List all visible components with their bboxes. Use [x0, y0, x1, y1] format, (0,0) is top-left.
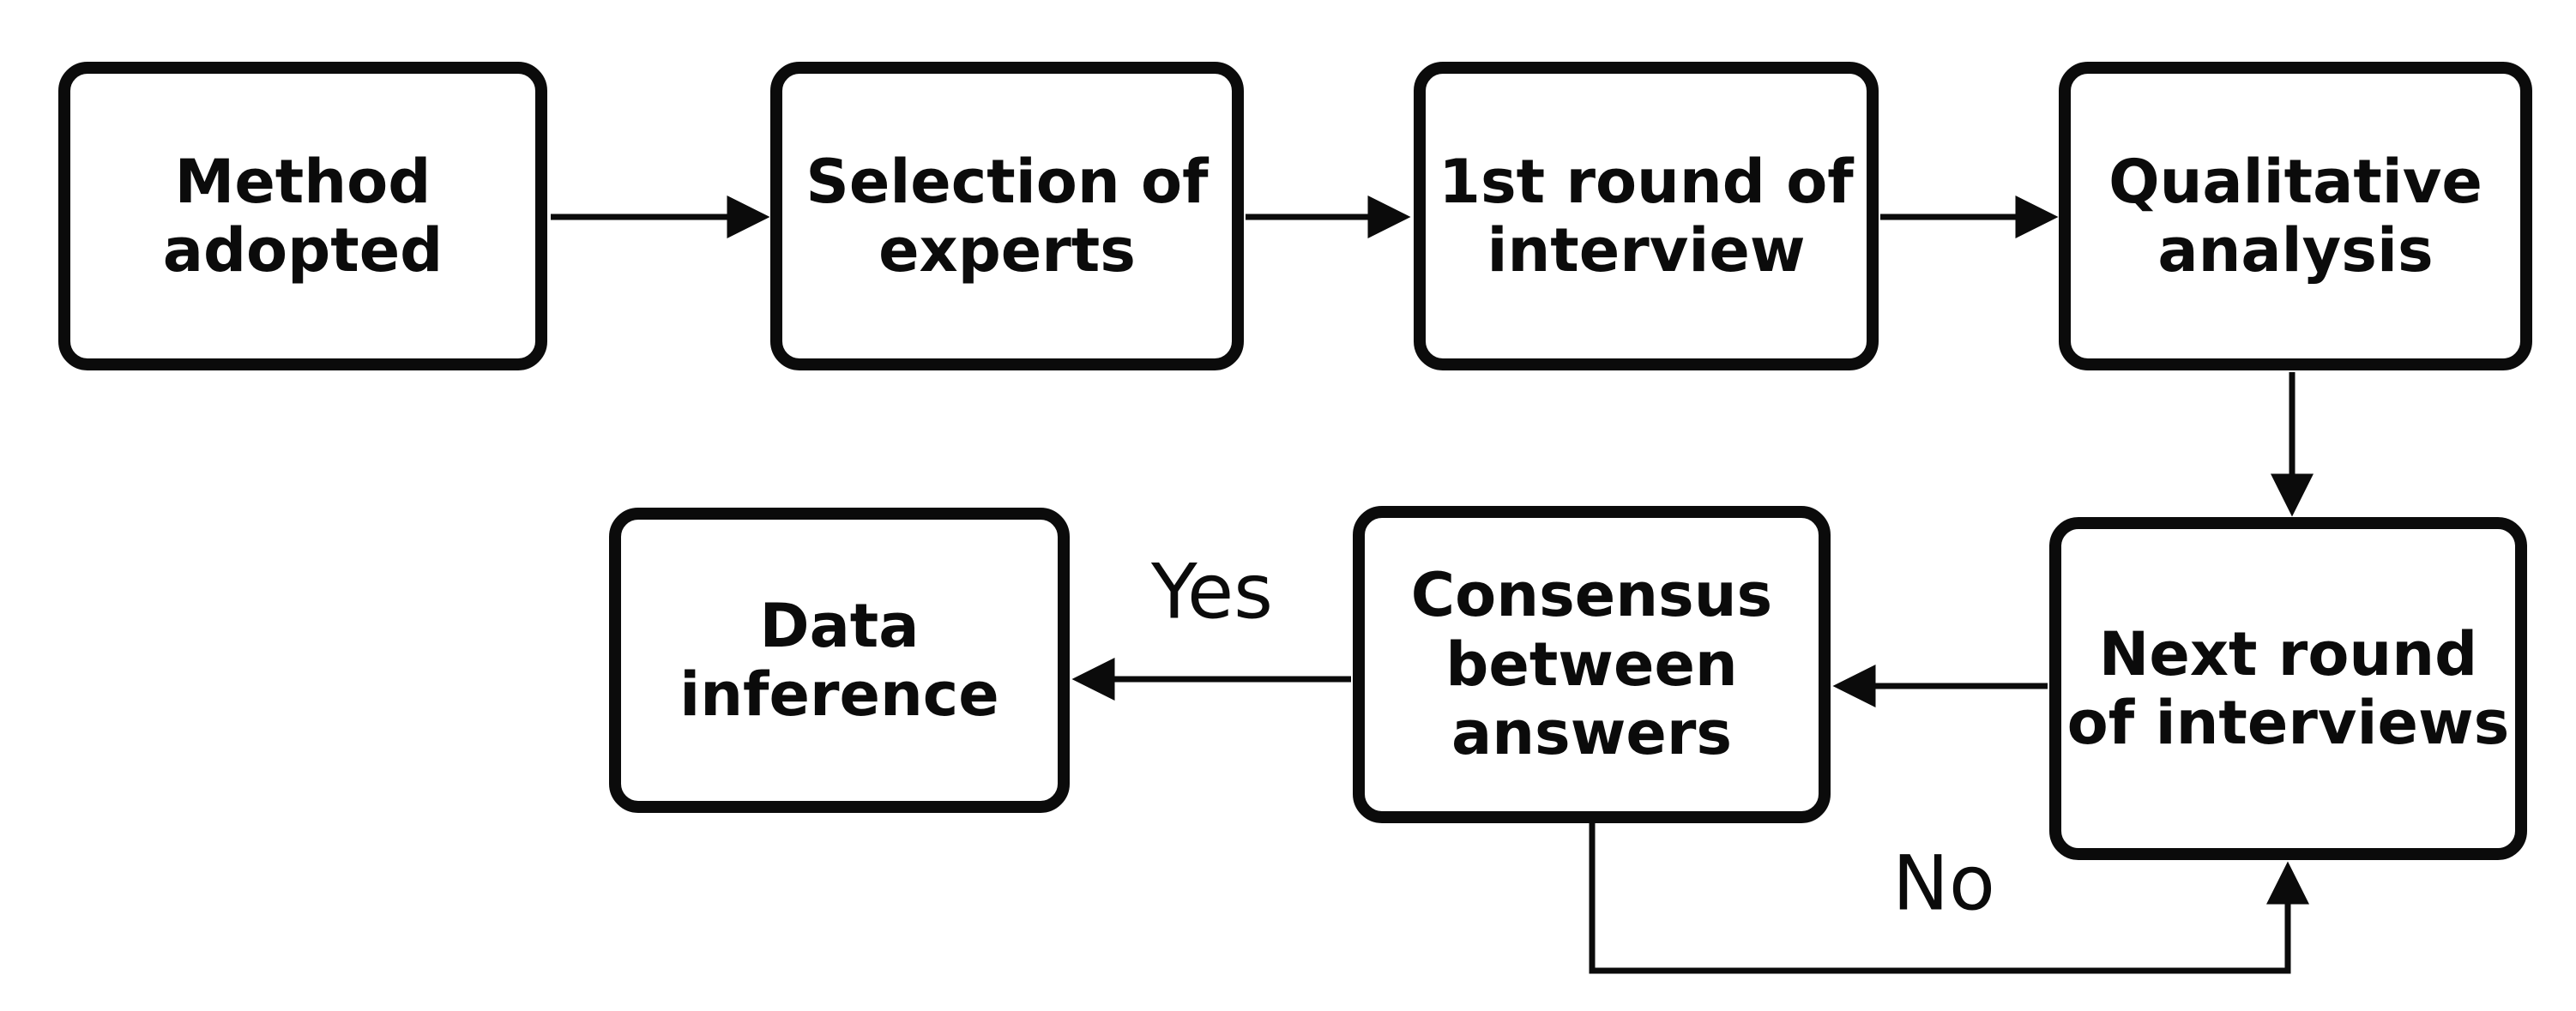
node-first-round-of-interview-label: 1st round of interview: [1439, 146, 1854, 286]
node-selection-of-experts-label: Selection of experts: [805, 146, 1209, 286]
node-method-adopted-label: Method adopted: [162, 146, 443, 286]
edge-label-no: No: [1892, 839, 1995, 928]
node-first-round-of-interview: 1st round of interview: [1414, 62, 1879, 370]
edge-label-yes: Yes: [1150, 547, 1274, 636]
node-selection-of-experts: Selection of experts: [770, 62, 1244, 370]
arrow-consensus-to-next-round-no-loop: [1589, 821, 2309, 974]
node-consensus-between-answers: Consensus between answers: [1353, 506, 1831, 823]
node-next-round-of-interviews: Next round of interviews: [2049, 517, 2527, 860]
node-consensus-between-answers-label: Consensus between answers: [1410, 560, 1773, 769]
node-qualitative-analysis: Qualitative analysis: [2059, 62, 2532, 370]
node-data-inference-label: Data inference: [679, 590, 999, 730]
node-qualitative-analysis-label: Qualitative analysis: [2108, 146, 2482, 286]
node-next-round-of-interviews-label: Next round of interviews: [2066, 618, 2510, 758]
node-data-inference: Data inference: [609, 508, 1070, 813]
node-method-adopted: Method adopted: [58, 62, 547, 370]
